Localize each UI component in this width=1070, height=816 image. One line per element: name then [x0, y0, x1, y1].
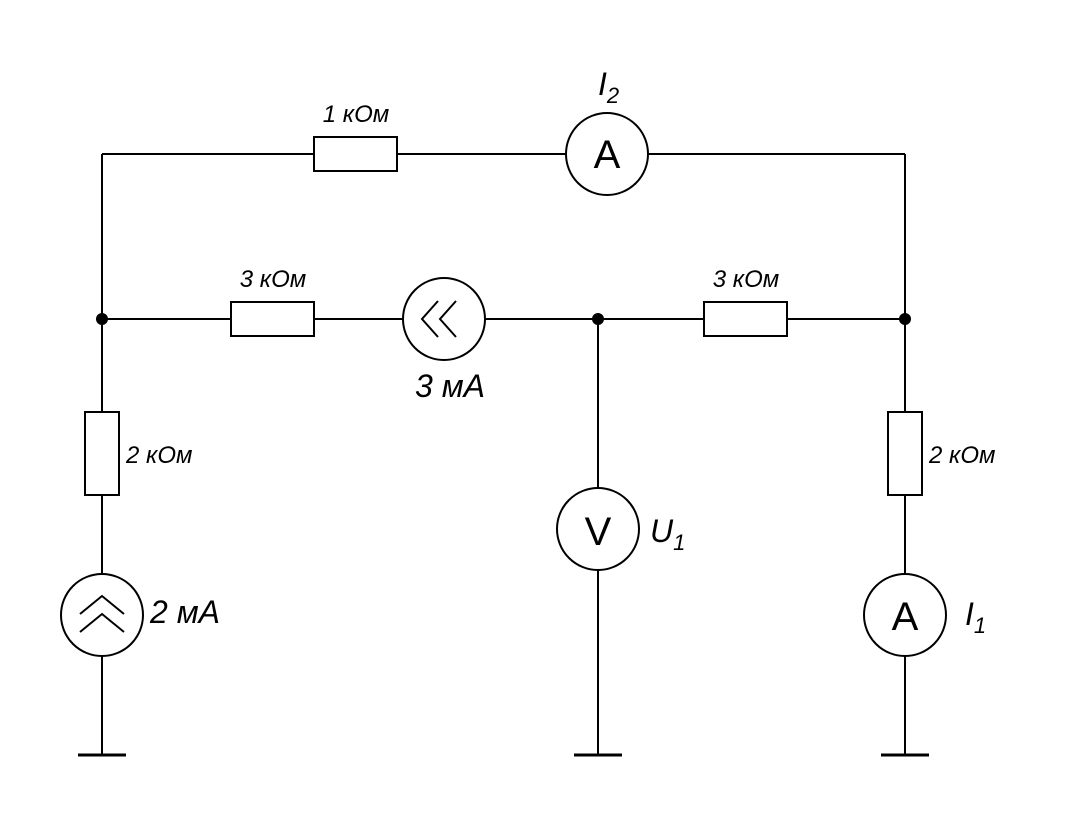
- ammeter-right: A: [863, 573, 947, 657]
- wires: [101, 153, 906, 755]
- junction-mid: [592, 313, 604, 325]
- resistor-top: [313, 136, 398, 172]
- resistor-mid-left-label: 3 кОм: [240, 266, 306, 293]
- ammeter-right-name: I: [965, 596, 974, 632]
- voltmeter-label: U1: [650, 513, 685, 555]
- ammeter-top: A: [565, 112, 649, 196]
- ammeter-top-name: I: [598, 66, 607, 102]
- current-source-mid-label: 3 мА: [415, 368, 485, 404]
- resistor-right-vertical-label: 2 кОм: [928, 442, 995, 469]
- current-source-mid: [402, 277, 486, 361]
- current-source-left: [60, 573, 144, 657]
- junction-left: [96, 313, 108, 325]
- voltmeter-sub: 1: [673, 530, 685, 555]
- ammeter-right-label: I1: [965, 596, 986, 638]
- resistor-mid-left: [230, 301, 315, 337]
- resistor-mid-right: [703, 301, 788, 337]
- voltmeter-name: U: [650, 513, 674, 549]
- current-source-left-label: 2 мА: [149, 594, 220, 630]
- ammeter-top-letter: A: [594, 133, 621, 177]
- resistor-right-vertical: [887, 411, 923, 496]
- double-chevron-left-icon: [420, 300, 457, 338]
- resistor-left-vertical: [84, 411, 120, 496]
- ammeter-top-sub: 2: [606, 83, 619, 108]
- voltmeter-letter: V: [585, 510, 612, 554]
- resistor-mid-right-label: 3 кОм: [713, 266, 779, 293]
- double-chevron-up-icon: [79, 594, 125, 633]
- ammeter-right-sub: 1: [974, 613, 986, 638]
- ammeter-right-letter: A: [892, 595, 919, 639]
- resistor-top-label: 1 кОм: [323, 101, 389, 128]
- junction-right: [899, 313, 911, 325]
- voltmeter: V: [556, 487, 640, 571]
- resistor-left-vertical-label: 2 кОм: [125, 442, 192, 469]
- ammeter-top-label: I2: [598, 66, 619, 108]
